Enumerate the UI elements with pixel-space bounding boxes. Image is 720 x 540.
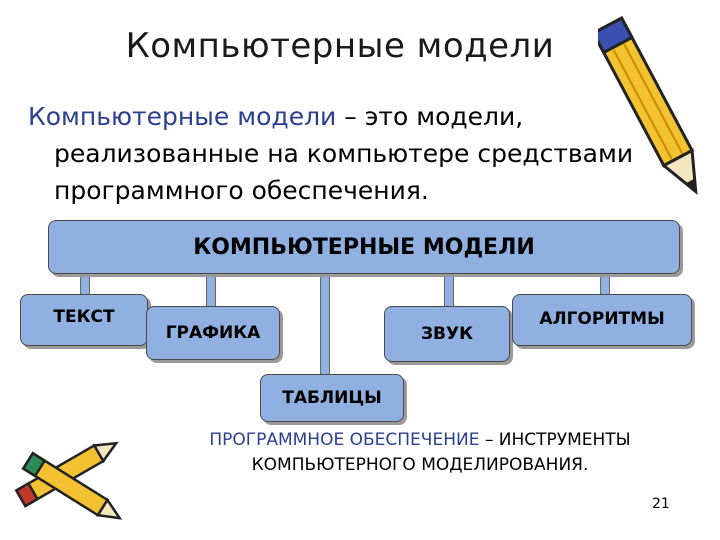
diagram-node-tables: ТАБЛИЦЫ: [260, 374, 404, 422]
software-note-rest: – ИНСТРУМЕНТЫ КОМПЬЮТЕРНОГО МОДЕЛИРОВАНИ…: [251, 430, 631, 475]
connector-text: [80, 272, 90, 296]
diagram-node-text: ТЕКСТ: [20, 294, 148, 346]
software-note: ПРОГРАММНОЕ ОБЕСПЕЧЕНИЕ – ИНСТРУМЕНТЫ КО…: [150, 428, 690, 478]
definition-term: Компьютерные модели: [28, 102, 337, 131]
diagram-node-graphics: ГРАФИКА: [146, 306, 280, 360]
definition-rest: реализованные на компьютере средствами п…: [54, 139, 634, 205]
slide-title: Компьютерные модели: [125, 26, 555, 66]
definition-dash: – это модели,: [336, 102, 524, 131]
pencil-icon: [598, 16, 698, 195]
connector-graphics: [206, 272, 216, 308]
connector-tables: [320, 272, 330, 376]
connector-algorithms: [600, 272, 610, 296]
pencils-icon: [14, 441, 123, 520]
page-number: 21: [652, 496, 670, 512]
diagram-node-algorithms: АЛГОРИТМЫ: [512, 294, 692, 346]
definition-text: Компьютерные модели – это модели, реализ…: [28, 98, 678, 209]
diagram-node-sound: ЗВУК: [384, 306, 510, 362]
diagram-root: КОМПЬЮТЕРНЫЕ МОДЕЛИ: [48, 220, 680, 274]
connector-sound: [444, 272, 454, 308]
software-note-term: ПРОГРАММНОЕ ОБЕСПЕЧЕНИЕ: [209, 430, 480, 450]
